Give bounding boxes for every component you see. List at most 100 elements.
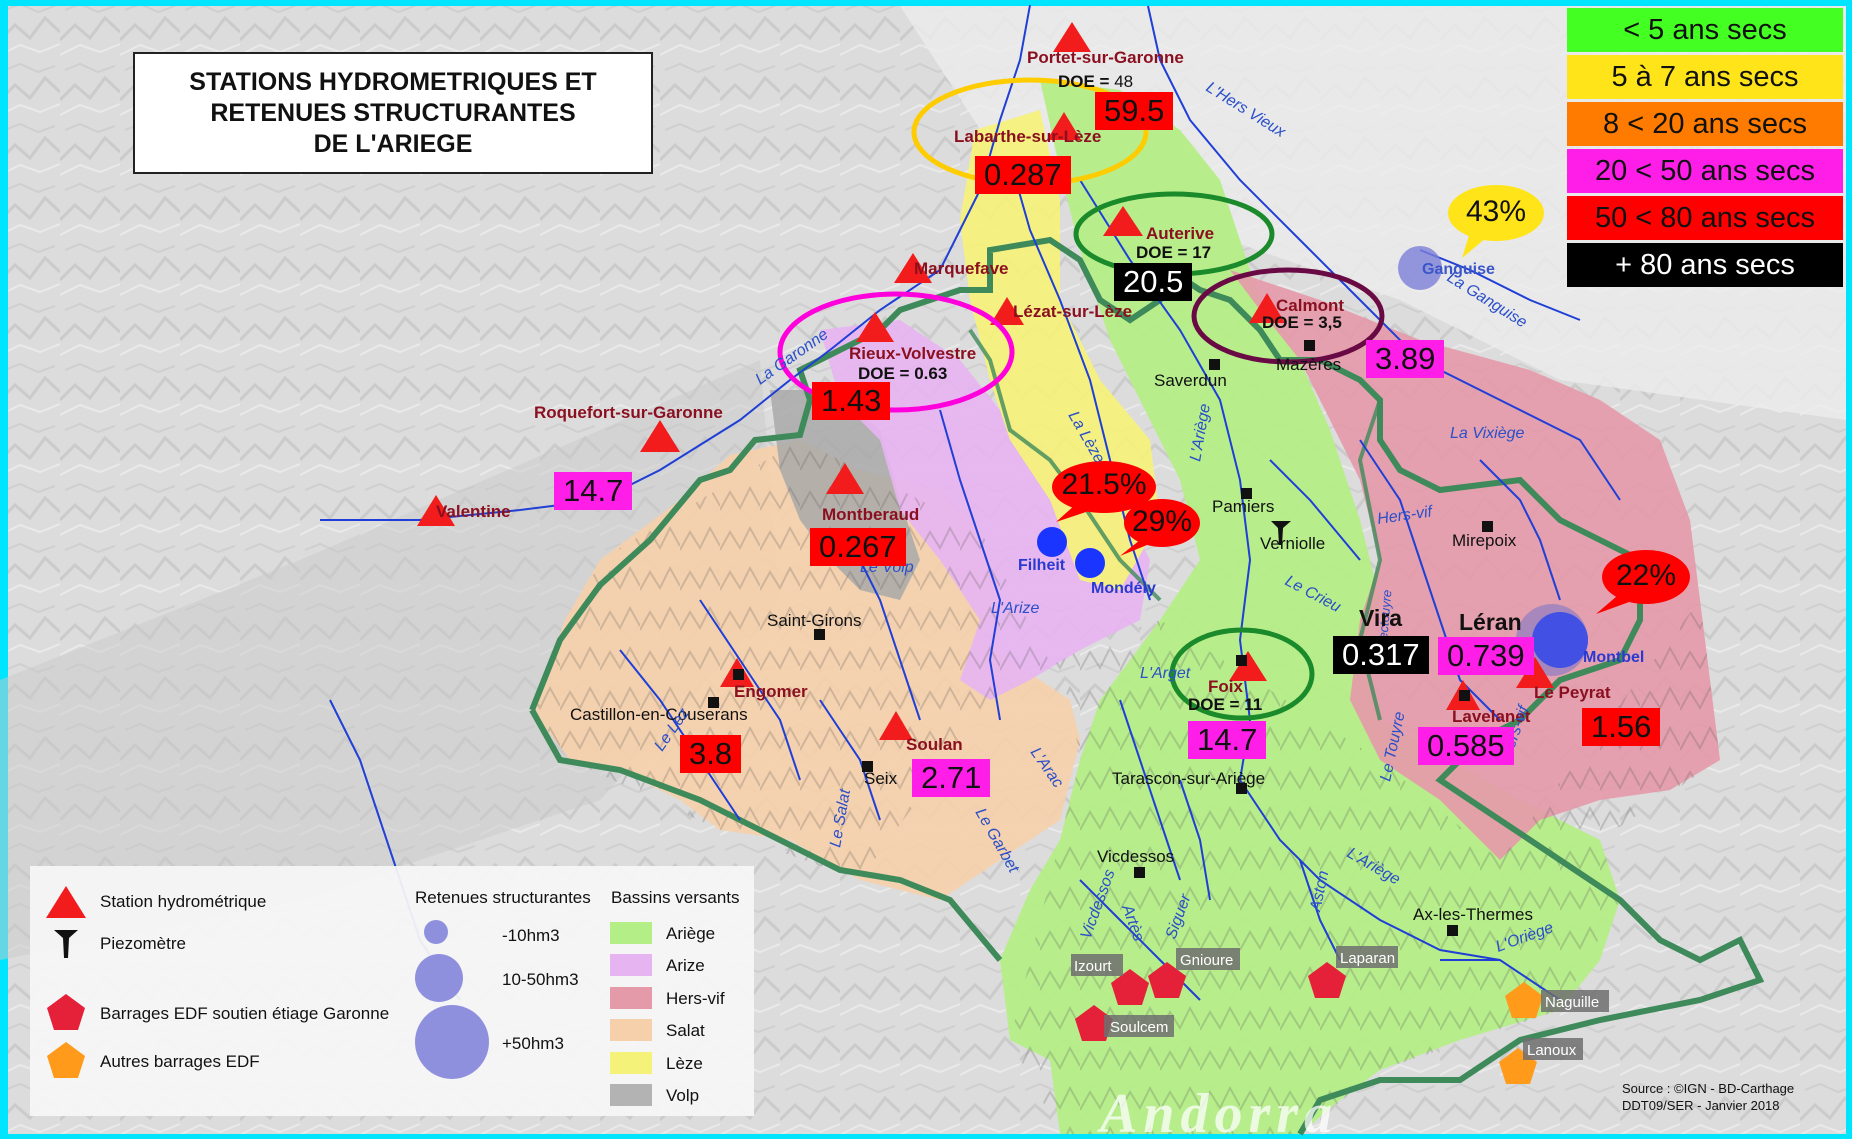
legend-edf-other-icon: [47, 1042, 85, 1078]
value-soulan: 2.71: [912, 759, 991, 797]
station-montberaud-marker[interactable]: [826, 463, 864, 494]
dam-soulcem-marker[interactable]: [1075, 1005, 1113, 1041]
doe-calmont: DOE = 3,5: [1262, 313, 1342, 332]
label-lezat: Lézat-sur-Lèze: [1013, 302, 1132, 321]
value-roquefort: 14.7: [554, 472, 633, 510]
legend-reservoir-small-icon: [424, 920, 448, 944]
scale-20to50: 20 < 50 ans secs: [1567, 149, 1843, 193]
station-foix-marker[interactable]: [1229, 651, 1267, 681]
highlight-calmont: [1191, 267, 1385, 365]
source-line-2: DDT09/SER - Janvier 2018: [1622, 1098, 1780, 1113]
station-auterive-marker[interactable]: [1103, 206, 1143, 236]
label-marquefave: Marquefave: [914, 259, 1008, 278]
station-portet-marker[interactable]: [1053, 22, 1091, 52]
town-tarascon-marker: [1236, 783, 1247, 794]
town-vicdessos-marker: [1134, 867, 1145, 878]
label-labarthe: Labarthe-sur-Lèze: [954, 127, 1101, 146]
town-mazeres-marker: [1304, 340, 1315, 351]
reservoir-bubbles: [1052, 185, 1690, 614]
town-saintgirons-marker: [814, 629, 825, 640]
label-andorra: Andorra: [1097, 1083, 1338, 1139]
legend-symbols: [46, 886, 489, 1079]
legend-bv-salat-swatch: [610, 1019, 652, 1041]
station-lezat-marker[interactable]: [990, 297, 1024, 325]
station-markers: [417, 22, 1554, 740]
legend-reservoir-big-icon: [415, 1005, 489, 1079]
station-calmont-marker[interactable]: [1249, 293, 1285, 323]
highlight-foix: [1169, 627, 1315, 721]
label-lepeyrat: Le Peyrat: [1534, 683, 1611, 702]
reservoir-filheit[interactable]: [1037, 527, 1067, 557]
basin-arize: [820, 320, 1150, 700]
legend-bv-ariege: Ariège: [666, 924, 716, 943]
value-montberaud: 0.267: [810, 528, 906, 566]
label-foix: Foix: [1208, 677, 1243, 696]
label-montbel: Montbel: [1583, 649, 1644, 666]
pct-ganguise: 43%: [1465, 195, 1527, 228]
label-lanoux: Lanoux: [1527, 1042, 1577, 1059]
doe-auterive: DOE = 17: [1136, 243, 1212, 262]
town-castillon-marker: [708, 697, 719, 708]
scale-gt80: + 80 ans secs: [1567, 243, 1843, 287]
station-valentine-marker[interactable]: [417, 495, 455, 526]
station-lepeyrat-marker[interactable]: [1516, 657, 1554, 688]
doe-portet-value: 48: [1114, 72, 1134, 91]
legend-bv-arize-swatch: [610, 954, 652, 976]
doe-rieux: DOE = 0.63: [858, 364, 948, 383]
legend-piezometer-icon: [54, 930, 78, 958]
label-naguille: Naguille: [1545, 994, 1599, 1011]
value-labarthe: 0.287: [975, 156, 1071, 194]
reservoir-mondely[interactable]: [1075, 548, 1105, 578]
value-lepeyrat: 1.56: [1582, 708, 1661, 746]
station-labarthe-marker[interactable]: [1047, 112, 1081, 140]
label-calmont: Calmont: [1276, 296, 1344, 315]
station-roquefort-marker[interactable]: [640, 420, 680, 452]
map-title-box: STATIONS HYDROMETRIQUES ET RETENUES STRU…: [133, 52, 653, 174]
piezometer-verniolle-marker[interactable]: [1271, 521, 1291, 545]
legend-bv-hersvif-swatch: [610, 987, 652, 1009]
label-auterive: Auterive: [1146, 224, 1214, 243]
value-auterive: 20.5: [1114, 263, 1193, 301]
dam-naguille-marker[interactable]: [1505, 982, 1543, 1018]
label-valentine: Valentine: [436, 502, 511, 521]
town-pamiers-marker: [1241, 488, 1252, 499]
map-title-line-1: STATIONS HYDROMETRIQUES ET: [189, 67, 597, 96]
legend-bv-volp: Volp: [666, 1086, 700, 1105]
town-mirepoix-marker: [1482, 521, 1493, 532]
dam-izourt-marker[interactable]: [1111, 969, 1149, 1005]
station-rieux-marker[interactable]: [856, 312, 894, 342]
legend-ret-title: Retenues structurantes: [415, 888, 591, 907]
legend-station-label: Station hydrométrique: [100, 892, 267, 911]
value-calmont: 3.89: [1366, 340, 1445, 378]
dam-laparan-marker[interactable]: [1308, 962, 1346, 998]
pct-montbel: 22%: [1615, 559, 1677, 592]
town-ax-marker: [1447, 925, 1458, 936]
reservoir-ganguise[interactable]: [1398, 246, 1442, 290]
map-title-line-2: RETENUES STRUCTURANTES: [210, 98, 576, 127]
label-roquefort: Roquefort-sur-Garonne: [534, 403, 723, 422]
label-gnioure: Gnioure: [1180, 952, 1233, 969]
legend-bv-volp-swatch: [610, 1084, 652, 1106]
legend-edf-garonne-label: Barrages EDF soutien étiage Garonne: [100, 1004, 390, 1023]
legend-edf-garonne-icon: [47, 994, 85, 1030]
legend-station-icon: [46, 886, 86, 918]
value-portet: 59.5: [1095, 92, 1174, 130]
drought-scale-legend: < 5 ans secs 5 à 7 ans secs 8 < 20 ans s…: [1567, 8, 1843, 290]
highlight-rieux: [777, 291, 1015, 413]
dam-gnioure-marker[interactable]: [1148, 962, 1186, 998]
legend-bv-hersvif: Hers-vif: [666, 989, 725, 1008]
legend-ret-mid: 10-50hm3: [502, 970, 579, 989]
scale-5to7: 5 à 7 ans secs: [1567, 55, 1843, 99]
legend-bv-leze: Lèze: [666, 1054, 703, 1073]
station-soulan-marker[interactable]: [879, 711, 913, 740]
label-soulcem: Soulcem: [1110, 1019, 1168, 1036]
label-laparan: Laparan: [1340, 950, 1395, 967]
pct-mondely: 29%: [1131, 505, 1193, 538]
label-river-arget: L'Arget: [1140, 665, 1191, 682]
station-marquefave-marker[interactable]: [894, 253, 932, 283]
legend-ret-small: -10hm3: [502, 926, 560, 945]
value-foix: 14.7: [1188, 721, 1267, 759]
legend-edf-other-label: Autres barrages EDF: [100, 1052, 260, 1071]
